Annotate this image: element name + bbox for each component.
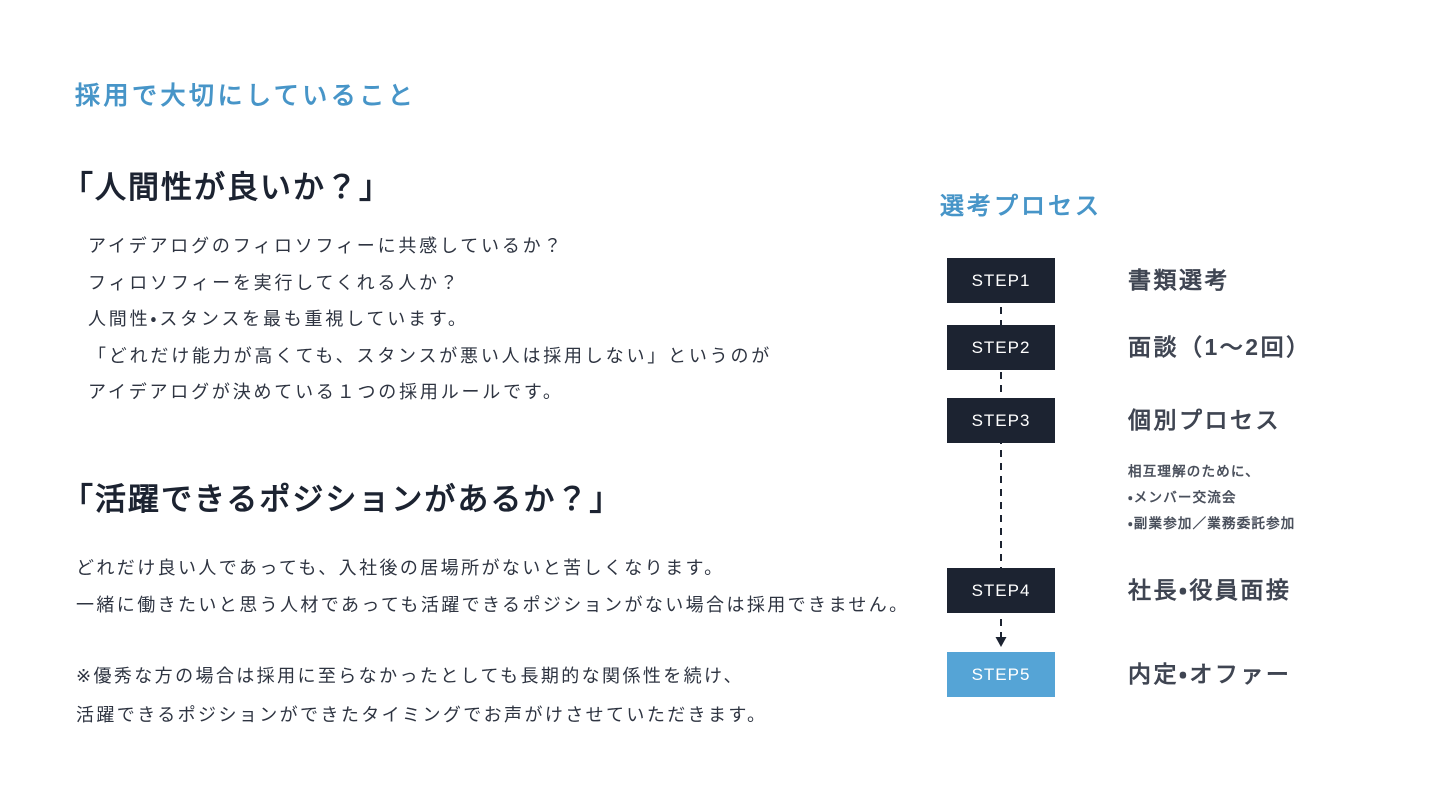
step4-badge: STEP4 <box>947 568 1055 613</box>
process-heading: 選考プロセス <box>940 193 1102 220</box>
step3-label: 個別プロセス <box>1128 407 1281 433</box>
step4-label: 社長・役員面接 <box>1128 577 1292 603</box>
step2-badge: STEP2 <box>947 325 1055 370</box>
step1-label: 書類選考 <box>1128 267 1230 293</box>
step3-subnote: 相互理解のために、 ・メンバー交流会 ・副業参加／業務委託参加 <box>1128 459 1296 537</box>
step1-badge: STEP1 <box>947 258 1055 303</box>
step5-label: 内定・オファー <box>1128 661 1292 687</box>
slide-title: 採用で大切にしていること <box>75 82 417 110</box>
paragraph-line: どれだけ良い人であっても、入社後の居場所がないと苦しくなります。 <box>76 558 725 578</box>
note-line: 活躍できるポジションができたタイミングでお声がけさせていただきます。 <box>76 705 768 725</box>
section1-paragraph: アイデアログのフィロソフィーに共感しているか？ フィロソフィーを実行してくれる人… <box>88 228 772 411</box>
paragraph-line: フィロソフィーを実行してくれる人か？ <box>88 272 461 293</box>
paragraph-line: 「どれだけ能力が高くても、スタンスが悪い人は採用しない」というのが <box>88 345 773 366</box>
subnote-line: ・メンバー交流会 <box>1128 490 1237 505</box>
process-flow-arrow <box>995 281 1007 647</box>
paragraph-line: 人間性・スタンスを最も重視しています。 <box>88 309 469 329</box>
step5-badge: STEP5 <box>947 652 1055 697</box>
section2-note: ※優秀な方の場合は採用に至らなかったとしても長期的な関係性を続け、 活躍できるポ… <box>76 657 767 735</box>
section2-heading: 「活躍できるポジションがあるか？」 <box>62 482 623 517</box>
paragraph-line: アイデアログのフィロソフィーに共感しているか？ <box>88 236 565 256</box>
subnote-line: 相互理解のために、 <box>1128 464 1260 479</box>
step2-label: 面談（1〜2回） <box>1128 334 1312 360</box>
step3-badge: STEP3 <box>947 398 1055 443</box>
paragraph-line: 一緒に働きたいと思う人材であっても活躍できるポジションがない場合は採用できません… <box>76 595 910 615</box>
section2-paragraph: どれだけ良い人であっても、入社後の居場所がないと苦しくなります。 一緒に働きたい… <box>76 550 910 624</box>
note-line: ※優秀な方の場合は採用に至らなかったとしても長期的な関係性を続け、 <box>76 666 744 686</box>
subnote-line: ・副業参加／業務委託参加 <box>1128 516 1296 531</box>
section1-heading: 「人間性が良いか？」 <box>62 170 392 205</box>
paragraph-line: アイデアログが決めている１つの採用ルールです。 <box>88 382 564 402</box>
arrowhead-icon <box>995 637 1007 647</box>
